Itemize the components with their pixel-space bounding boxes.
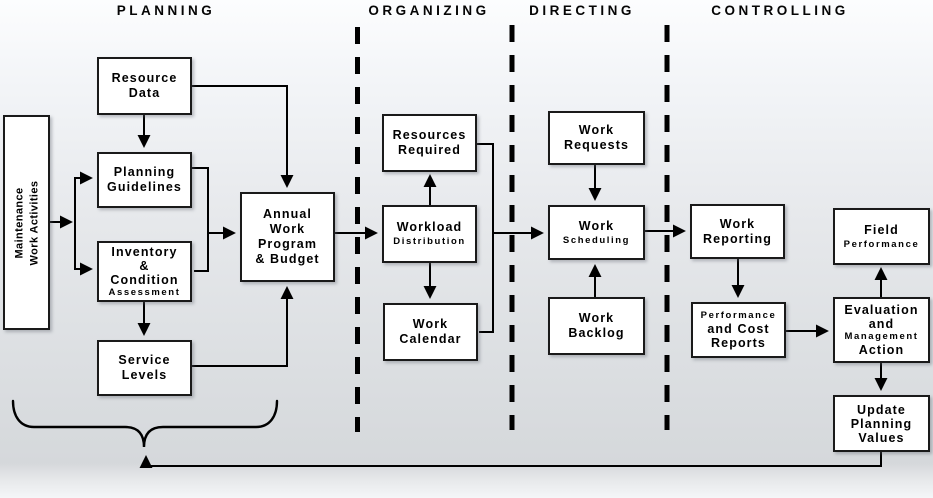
box-line: Planning (113, 165, 176, 179)
planning-group-brace (11, 399, 279, 448)
arrow-service-levels-annual (192, 286, 294, 367)
box-line: Work (412, 317, 449, 331)
connectors (50, 85, 888, 469)
box-work-calendar: Work Calendar (383, 303, 478, 361)
feedback-line-update-to-planning (139, 452, 882, 469)
box-line: Work (578, 311, 615, 325)
box-line: Reports (711, 336, 766, 350)
box-line: Work (578, 218, 615, 233)
box-line: Data (128, 86, 161, 100)
box-line: and (868, 317, 895, 331)
box-maintenance-work-activities: Maintenance Work Activities (3, 115, 50, 330)
box-resource-data: Resource Data (97, 57, 192, 115)
box-line: Update (857, 402, 906, 417)
box-line: Scheduling (562, 234, 631, 246)
box-evaluation-management-action: Evaluation and Management Action (833, 297, 930, 363)
box-line: Resource (111, 71, 178, 85)
box-work-requests: Work Requests (548, 111, 645, 165)
arrow-resource-data-annual (192, 85, 294, 188)
box-annual-work-program-budget: Annual Work Program & Budget (240, 192, 335, 282)
box-line: Inventory (111, 244, 178, 259)
box-line: Levels (121, 368, 168, 382)
box-work-reporting: Work Reporting (690, 204, 785, 259)
box-workload-distribution: Workload Distribution (382, 205, 477, 263)
box-work-scheduling: Work Scheduling (548, 205, 645, 260)
box-line: Action (858, 343, 905, 357)
box-line: Management (844, 331, 919, 342)
box-field-performance: Field Performance (833, 208, 930, 265)
header-directing: DIRECTING (529, 3, 635, 18)
elbow-guidelines-inventory (192, 167, 209, 272)
rotated-label: Maintenance Work Activities (5, 117, 48, 328)
elbow-resources-calendar (477, 143, 494, 333)
box-line: Reporting (703, 231, 772, 246)
box-line: Performance (843, 238, 920, 250)
box-line: & (139, 258, 150, 273)
box-line: Field (864, 222, 899, 237)
box-line: Backlog (568, 326, 625, 340)
box-performance-cost-reports: Performance and Cost Reports (691, 302, 786, 358)
box-line: Calendar (399, 332, 462, 346)
box-line: Service (118, 353, 171, 367)
box-line: Work (269, 222, 306, 236)
box-line: Annual (263, 207, 312, 221)
box-line: Condition (110, 272, 179, 287)
box-line: Workload (396, 220, 463, 234)
box-service-levels: Service Levels (97, 340, 192, 396)
box-line: & Budget (255, 252, 320, 266)
box-line: Evaluation (844, 303, 919, 317)
box-update-planning-values: Update Planning Values (833, 395, 930, 452)
box-line: Required (398, 143, 461, 157)
box-line: Requests (563, 138, 630, 152)
box-inventory-condition-assessment: Inventory & Condition Assessment (97, 241, 192, 302)
box-line: Work Activities (27, 180, 40, 265)
box-line: Program (257, 237, 318, 251)
box-planning-guidelines: Planning Guidelines (97, 152, 192, 208)
box-resources-required: Resources Required (382, 114, 477, 172)
box-line: Maintenance (12, 186, 25, 259)
box-line: Work (578, 123, 615, 137)
box-line: Distribution (393, 236, 466, 247)
header-controlling: CONTROLLING (711, 3, 849, 18)
box-work-backlog: Work Backlog (548, 297, 645, 355)
box-line: Work (719, 216, 756, 231)
box-line: Planning (850, 416, 913, 431)
header-planning: PLANNING (116, 3, 216, 18)
header-organizing: ORGANIZING (368, 3, 490, 18)
box-line: Assessment (108, 286, 181, 298)
box-line: Guidelines (107, 180, 182, 194)
box-line: Values (858, 430, 905, 445)
box-line: Resources (392, 128, 467, 142)
box-line: and Cost (707, 322, 770, 336)
box-line: Performance (700, 310, 777, 321)
